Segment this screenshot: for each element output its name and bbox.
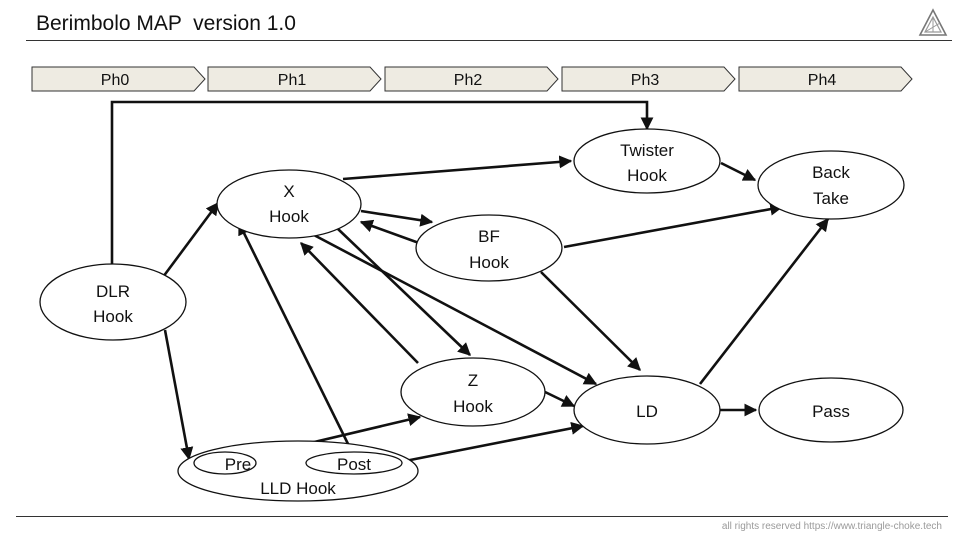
page-title: Berimbolo MAP version 1.0 xyxy=(36,12,296,35)
node-ld: LD xyxy=(573,375,721,445)
node-pass-line1: Pass xyxy=(812,402,850,421)
edge-x-to-twister xyxy=(342,155,573,181)
edge-post-to-ld xyxy=(399,421,585,464)
node-x-hook-shape xyxy=(216,169,362,239)
node-twister-hook: Twister Hook xyxy=(573,128,721,194)
node-z-hook-shape xyxy=(400,357,546,427)
nodes: DLR Hook X Hook Twister Hook Back Take B… xyxy=(39,128,905,502)
edge-z-to-ld xyxy=(542,389,576,408)
node-z-hook-line1: Z xyxy=(468,371,478,390)
phase-ph0-label: Ph0 xyxy=(101,72,130,89)
node-bf-hook: BF Hook xyxy=(415,214,563,282)
phase-ph4: Ph4 xyxy=(738,66,913,92)
phase-ph4-shape xyxy=(738,66,913,92)
node-post-shape xyxy=(305,451,403,475)
node-x-hook-line2: Hook xyxy=(269,207,309,226)
node-x-hook: X Hook xyxy=(216,169,362,239)
phase-ph1-shape xyxy=(207,66,382,92)
edge-x-to-ld xyxy=(311,232,598,386)
node-dlr-hook-line1: DLR xyxy=(96,282,130,301)
triangle-logo-icon xyxy=(918,8,948,36)
phase-ph2: Ph2 xyxy=(384,66,559,92)
node-post: Post xyxy=(305,451,403,475)
node-twister-hook-line2: Hook xyxy=(627,166,667,185)
edge-x-to-bf xyxy=(360,209,434,227)
node-bf-hook-shape xyxy=(415,214,563,282)
edges xyxy=(110,100,830,470)
edge-z-to-x xyxy=(300,242,419,364)
node-z-hook: Z Hook xyxy=(400,357,546,427)
node-lld-hook-line1: LLD Hook xyxy=(260,479,336,498)
phase-ph2-shape xyxy=(384,66,559,92)
footer-copyright: all rights reserved https://www.triangle… xyxy=(721,521,942,532)
footer-divider xyxy=(16,516,948,517)
node-back-take-shape xyxy=(757,150,905,220)
phase-ph0: Ph0 xyxy=(31,66,206,92)
node-dlr-hook-line2: Hook xyxy=(93,307,133,326)
node-dlr-hook: DLR Hook xyxy=(39,263,187,341)
edge-dlr-to-twister xyxy=(110,100,654,271)
phase-ph1: Ph1 xyxy=(207,66,382,92)
phase-ph3: Ph3 xyxy=(561,66,736,92)
edge-bf-to-back xyxy=(563,202,784,249)
edge-dlr-to-x xyxy=(161,201,220,278)
phase-ph3-label: Ph3 xyxy=(631,72,660,89)
node-pass: Pass xyxy=(758,377,904,443)
node-twister-hook-shape xyxy=(573,128,721,194)
node-ld-line1: LD xyxy=(636,402,658,421)
phase-ph2-label: Ph2 xyxy=(454,72,483,89)
node-back-take-line1: Back xyxy=(812,163,850,182)
node-dlr-hook-shape xyxy=(39,263,187,341)
edge-ld-to-back xyxy=(698,217,830,385)
edge-post-to-x xyxy=(237,221,354,453)
edge-twister-to-back xyxy=(720,161,757,182)
phase-ph3-shape xyxy=(561,66,736,92)
edge-bf-to-x xyxy=(359,219,420,245)
header-divider xyxy=(26,40,952,41)
node-pre: Pre xyxy=(193,451,257,475)
node-back-take-line2: Take xyxy=(813,189,849,208)
edge-bf-to-ld xyxy=(540,271,641,371)
phase-ph1-label: Ph1 xyxy=(278,72,307,89)
node-pass-shape xyxy=(758,377,904,443)
node-ld-shape xyxy=(573,375,721,445)
edge-dlr-to-lld xyxy=(163,329,194,461)
node-bf-hook-line1: BF xyxy=(478,227,500,246)
phase-ph0-shape xyxy=(31,66,206,92)
node-twister-hook-line1: Twister xyxy=(620,141,674,160)
node-x-hook-line1: X xyxy=(283,182,294,201)
phase-ph4-label: Ph4 xyxy=(808,72,837,89)
edge-x-to-z xyxy=(337,228,471,356)
node-back-take: Back Take xyxy=(757,150,905,220)
phase-bar: Ph0 Ph1 Ph2 Ph3 Ph4 xyxy=(31,66,913,92)
node-post-line1: Post xyxy=(337,455,371,474)
node-pre-line1: Pre xyxy=(225,455,251,474)
node-bf-hook-line2: Hook xyxy=(469,253,509,272)
node-pre-shape xyxy=(193,451,257,475)
node-z-hook-line2: Hook xyxy=(453,397,493,416)
